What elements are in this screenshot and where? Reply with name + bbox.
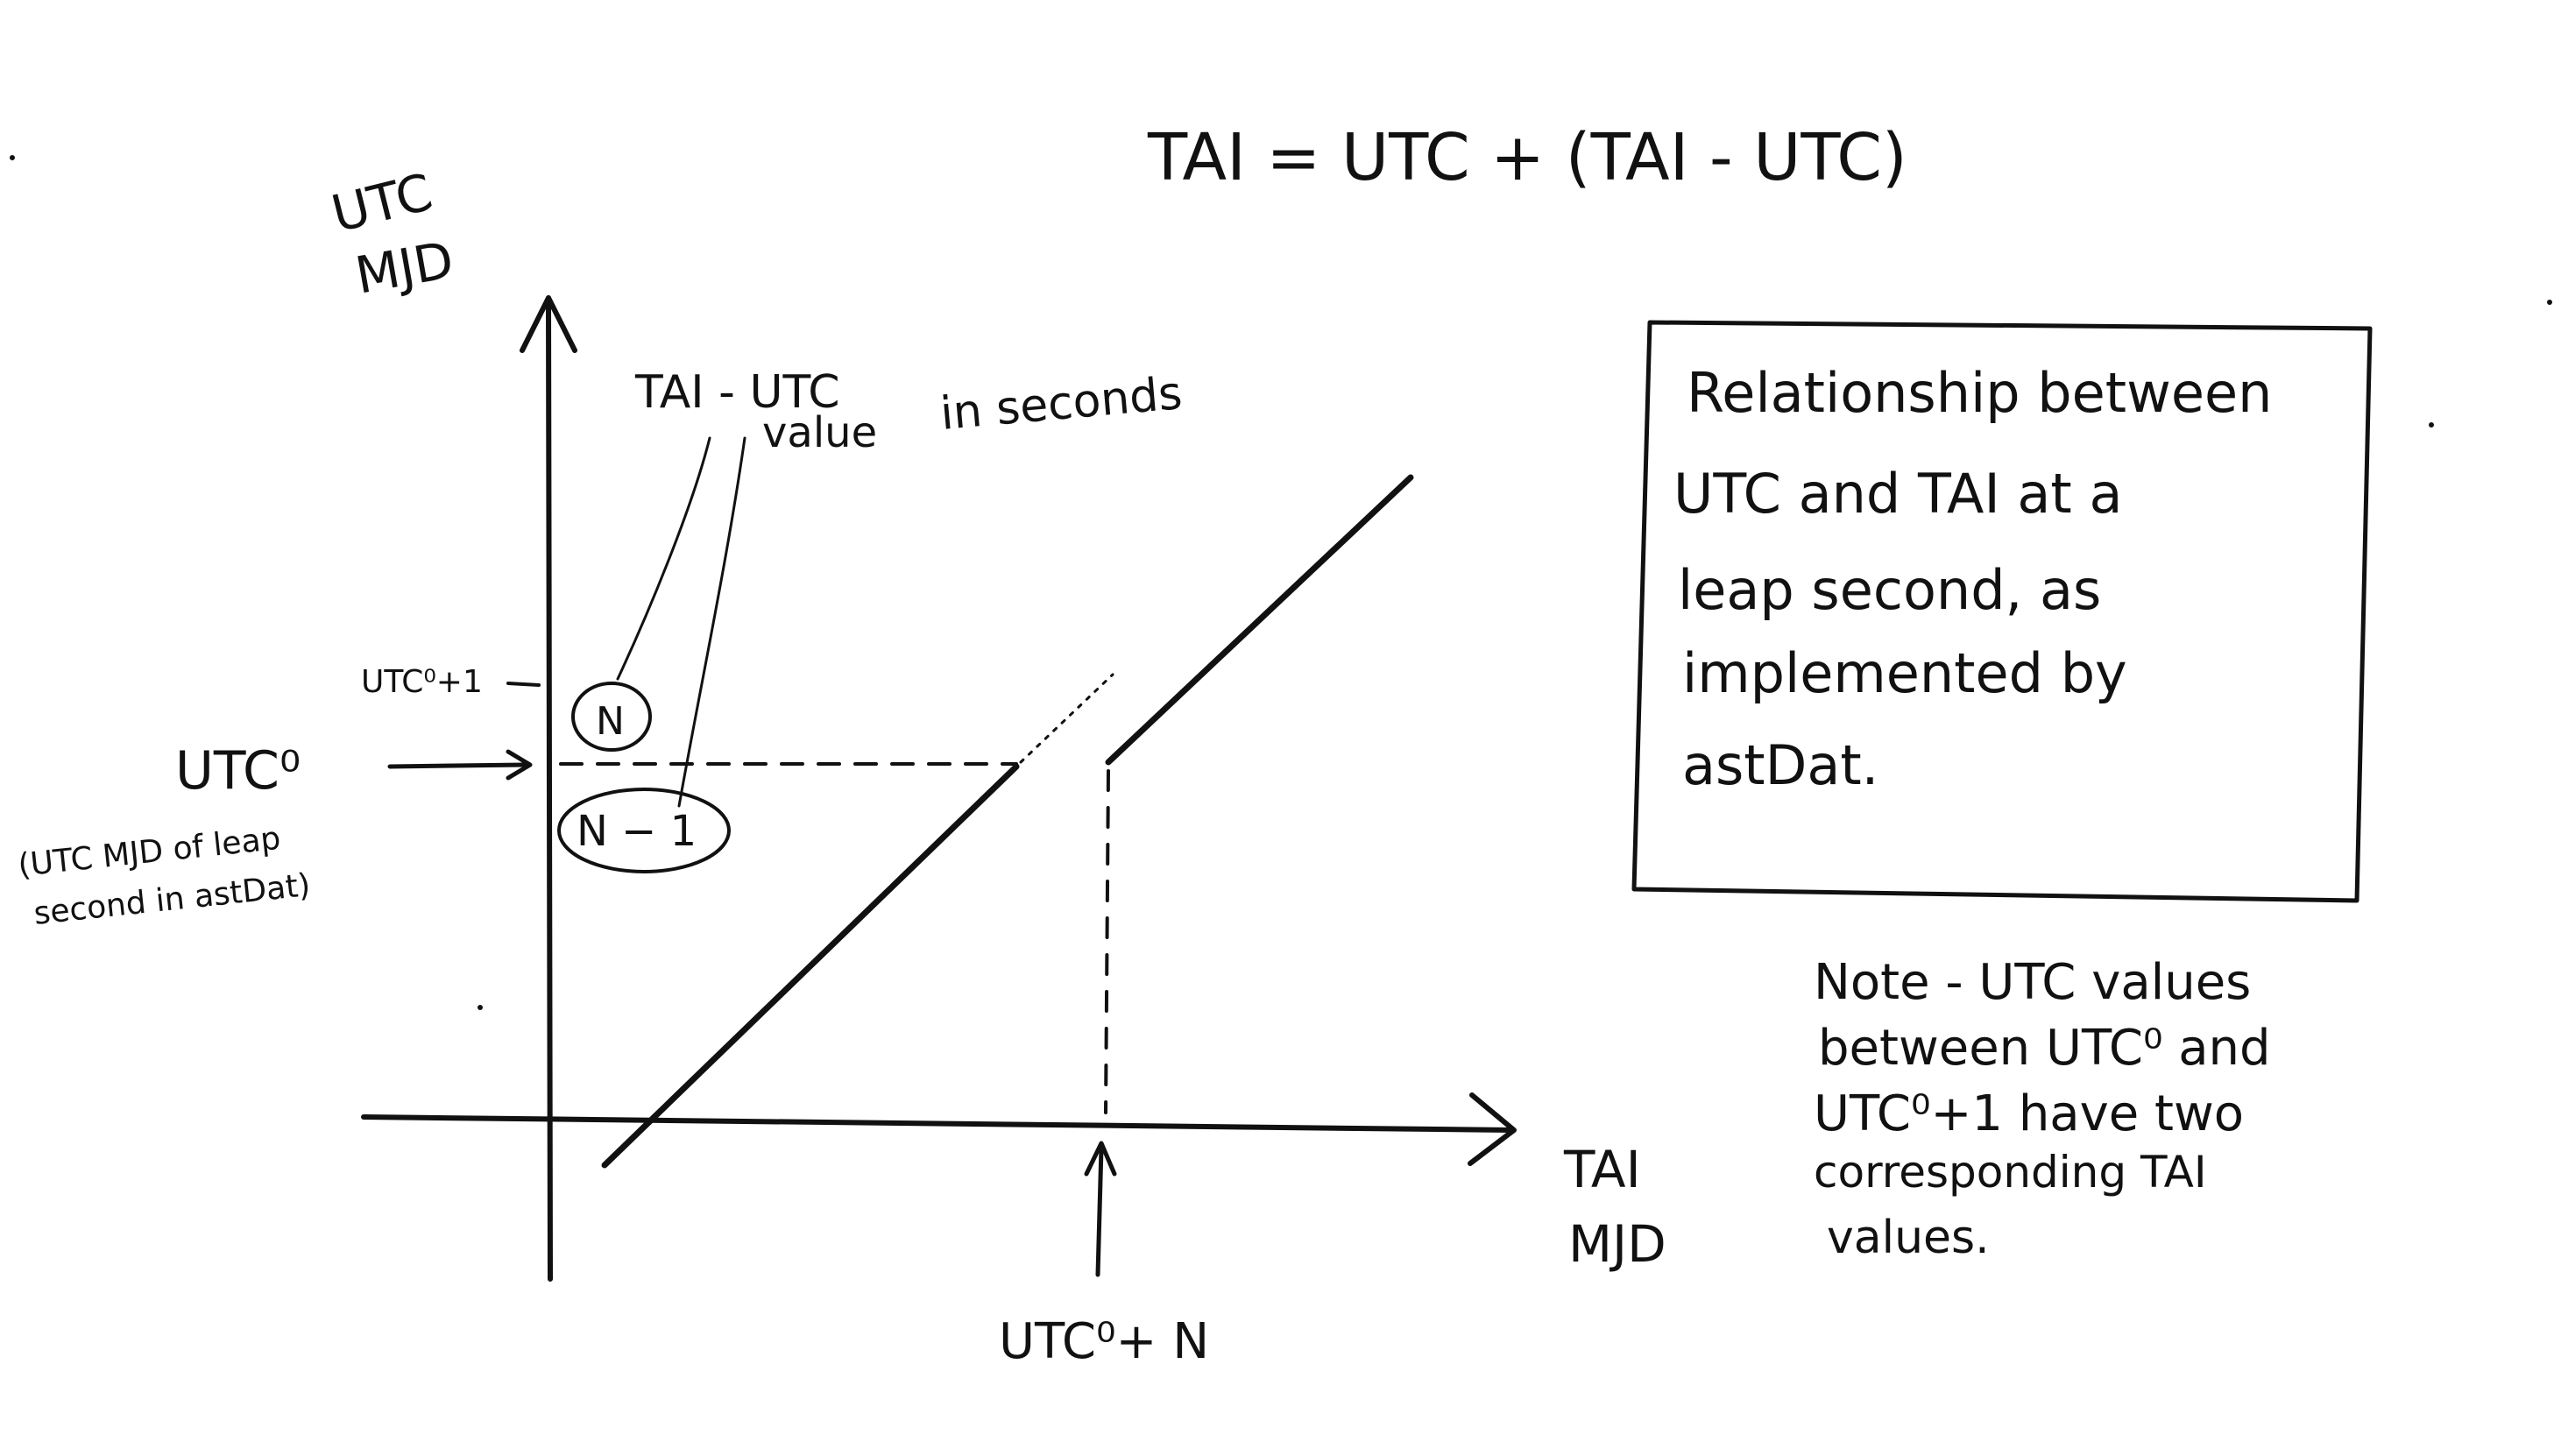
note-line-1: Note - UTC values [1814, 954, 2251, 1011]
stray-dot [2429, 422, 2434, 428]
utc0-arrowhead [506, 749, 533, 781]
y-axis: UTC MJD [326, 162, 577, 1282]
leader-line-n-minus-1 [677, 436, 746, 808]
x-marker-arrow [1095, 1145, 1104, 1277]
box-line-1: Relationship between [1687, 361, 2272, 425]
description-box: Relationship between UTC and TAI at a le… [1631, 320, 2373, 903]
x-axis-arrowhead [1468, 1092, 1517, 1166]
x-axis-line [361, 1114, 1514, 1133]
stray-dot [10, 155, 15, 160]
y-axis-label-utc: UTC [326, 162, 438, 244]
y-axis-label-mjd: MJD [351, 230, 458, 305]
x-marker-arrowhead [1084, 1141, 1117, 1177]
x-axis-label-mjd: MJD [1568, 1214, 1666, 1274]
tai-utc-label: TAI - UTC [634, 366, 840, 419]
in-seconds-label: in seconds [938, 367, 1185, 441]
stray-dot [2547, 300, 2552, 305]
box-line-5: astDat. [1682, 733, 1878, 797]
x-marker-label: UTC⁰+ N [999, 1313, 1209, 1370]
leader-line-n [616, 436, 711, 681]
utc0-plus-1-label: UTC⁰+1 [361, 664, 483, 700]
extrapolated-segment [1019, 673, 1114, 764]
note: Note - UTC values between UTC⁰ and UTC⁰+… [1814, 954, 2271, 1264]
box-line-2: UTC and TAI at a [1673, 462, 2122, 526]
bubble-n [571, 682, 652, 752]
bubble-n-minus-1-text: N − 1 [577, 807, 697, 856]
note-line-3: UTC⁰+1 have two [1814, 1085, 2244, 1142]
bubble-n-text: N [596, 699, 625, 744]
leap-tai-dashed-guide [1104, 769, 1110, 1114]
description-box-border [1631, 320, 2373, 903]
pre-leap-segment [601, 763, 1020, 1169]
note-line-4: corresponding TAI [1814, 1147, 2207, 1198]
utc0-arrow [387, 762, 528, 769]
box-line-4: implemented by [1682, 641, 2127, 705]
x-axis: TAI MJD [361, 1092, 1666, 1274]
note-line-2: between UTC⁰ and [1818, 1020, 2271, 1077]
utc0-label: UTC⁰ [175, 740, 301, 802]
y-axis-arrowhead [520, 295, 577, 353]
y-axis-line [546, 295, 553, 1282]
equation-text: TAI = UTC + (TAI - UTC) [1147, 120, 1907, 195]
note-line-5: values. [1827, 1212, 1990, 1264]
post-leap-segment [1105, 474, 1414, 766]
utc0-plus-1-tick [506, 682, 541, 687]
stray-dot [478, 1005, 483, 1010]
x-axis-label-tai: TAI [1563, 1140, 1641, 1199]
bubble-n-minus-1 [557, 788, 731, 873]
tai-utc-value-label: value [762, 408, 877, 457]
box-line-3: leap second, as [1678, 558, 2101, 622]
